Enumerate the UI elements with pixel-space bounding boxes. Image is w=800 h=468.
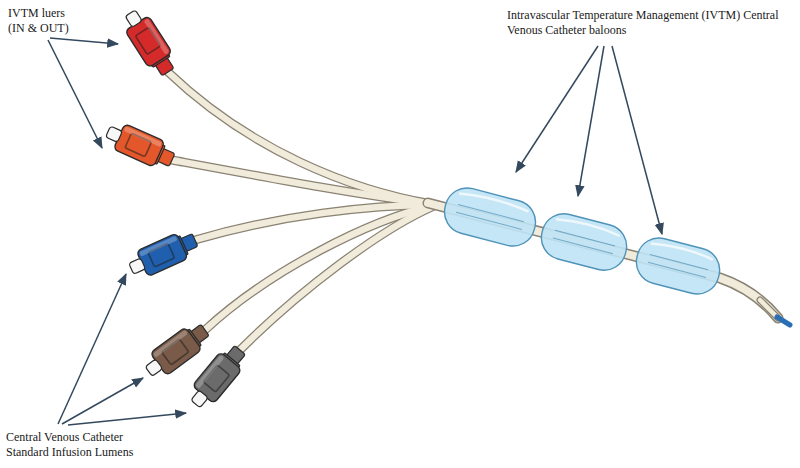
callout-label: IVTM luers (IN & OUT) <box>8 6 82 36</box>
ivtm-balloons <box>440 183 725 299</box>
lumen-tubes <box>168 72 432 350</box>
callout-label: Central Venous Catheter Standard Infusio… <box>6 430 158 460</box>
callout-label: Intravascular Temperature Management (IV… <box>507 8 779 38</box>
leader-arrows <box>48 38 662 425</box>
luer-connectors <box>102 6 250 413</box>
